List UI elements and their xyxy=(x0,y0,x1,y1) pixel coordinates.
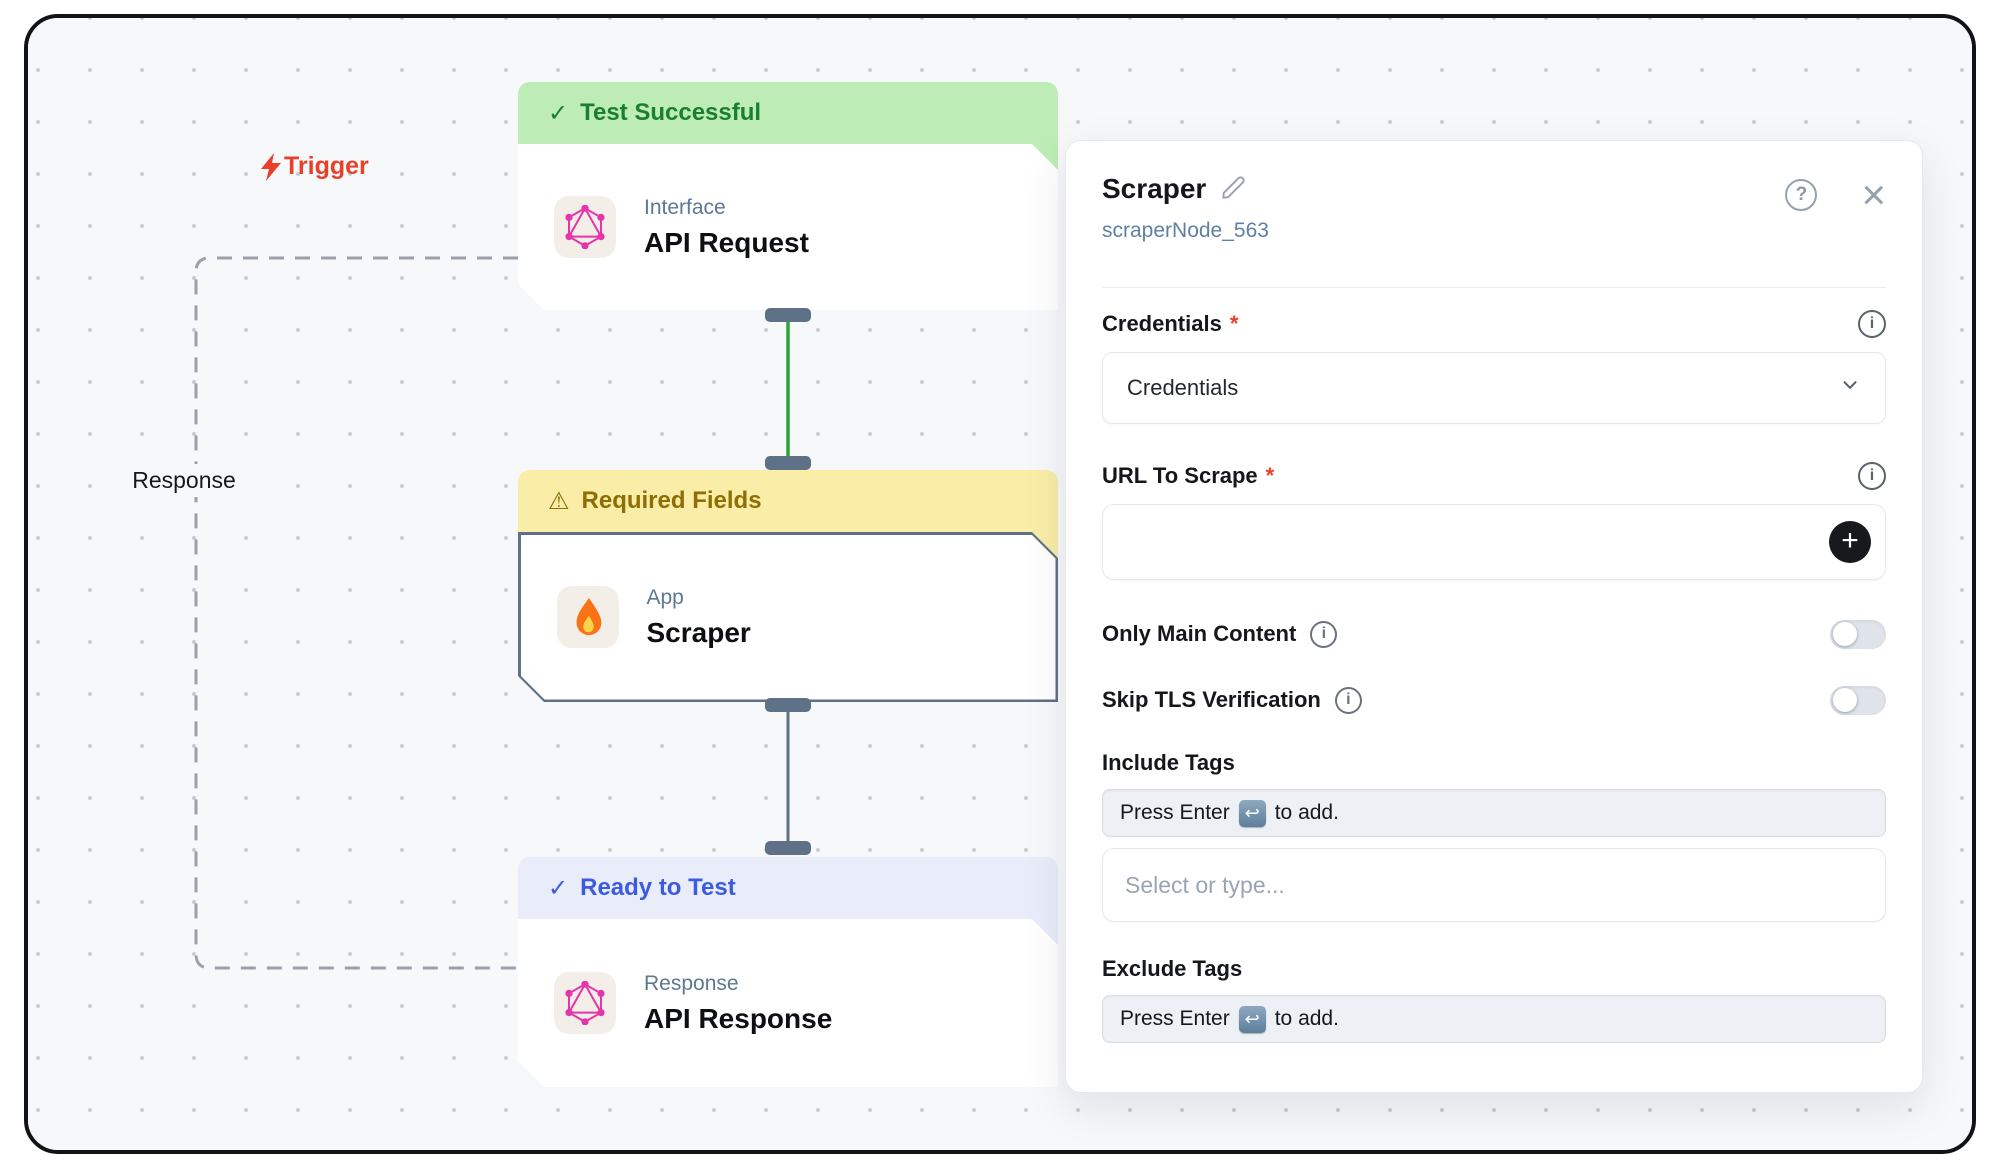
node-category: Response xyxy=(644,971,739,995)
info-icon[interactable]: i xyxy=(1858,462,1886,490)
url-label-row: URL To Scrape * i xyxy=(1102,462,1886,490)
node-title: Scraper xyxy=(646,616,751,648)
credentials-label: Credentials xyxy=(1102,311,1222,336)
node-card[interactable]: Response API Response xyxy=(518,919,1058,1087)
include-tags-input[interactable] xyxy=(1103,871,1885,899)
workflow-window: Trigger Response ✓ Test Successful xyxy=(24,14,1976,1154)
node-scraper[interactable]: ⚠ Required Fields App Scraper xyxy=(518,470,1058,702)
node-api-response[interactable]: ✓ Ready to Test xyxy=(518,857,1058,1087)
hint-suffix: to add. xyxy=(1274,801,1339,824)
workflow-canvas[interactable]: Trigger Response ✓ Test Successful xyxy=(28,18,1972,1150)
node-category: App xyxy=(646,585,684,609)
output-handle[interactable] xyxy=(765,698,811,712)
panel-header: Scraper ? × xyxy=(1102,171,1886,218)
only-main-content-row: Only Main Content i xyxy=(1102,616,1886,652)
required-marker: * xyxy=(1265,463,1275,488)
exclude-tags-hint: Press Enter ↩ to add. xyxy=(1102,995,1886,1043)
node-title: API Response xyxy=(644,1002,833,1034)
node-card-selected[interactable]: App Scraper xyxy=(518,532,1058,702)
enter-key-icon: ↩ xyxy=(1238,1005,1266,1033)
lightning-bolt-icon xyxy=(261,152,281,181)
toggle-knob xyxy=(1833,622,1857,646)
skip-tls-label: Skip TLS Verification xyxy=(1102,687,1321,712)
info-icon[interactable]: i xyxy=(1334,686,1362,714)
hint-prefix: Press Enter xyxy=(1120,1007,1230,1030)
graphql-icon xyxy=(554,196,616,258)
credentials-select-value: Credentials xyxy=(1127,375,1239,400)
include-tags-input-wrapper xyxy=(1102,848,1886,922)
url-to-scrape-input[interactable] xyxy=(1103,529,1885,555)
hint-suffix: to add. xyxy=(1274,1007,1339,1030)
include-tags-label: Include Tags xyxy=(1102,750,1235,775)
graphql-icon xyxy=(554,972,616,1034)
node-status-text: Required Fields xyxy=(581,487,762,514)
response-label: Response xyxy=(106,464,262,497)
check-icon: ✓ xyxy=(548,874,569,902)
trigger-label: Trigger xyxy=(260,152,369,181)
node-status-text: Ready to Test xyxy=(580,874,736,901)
toggle-knob xyxy=(1833,688,1857,712)
input-handle[interactable] xyxy=(765,841,811,855)
exclude-tags-label: Exclude Tags xyxy=(1102,956,1243,981)
input-handle[interactable] xyxy=(765,456,811,470)
close-icon[interactable]: × xyxy=(1861,171,1886,218)
info-icon[interactable]: i xyxy=(1858,310,1886,338)
fire-icon xyxy=(557,586,619,648)
node-card[interactable]: Interface API Request xyxy=(518,144,1058,310)
info-icon[interactable]: i xyxy=(1310,620,1338,648)
connection-wires xyxy=(194,256,790,970)
add-variable-button[interactable]: + xyxy=(1829,521,1871,563)
credentials-select[interactable]: Credentials xyxy=(1102,352,1886,424)
enter-key-icon: ↩ xyxy=(1238,799,1266,827)
help-icon[interactable]: ? xyxy=(1785,179,1818,211)
only-main-content-label: Only Main Content xyxy=(1102,621,1297,646)
url-input-wrapper: + xyxy=(1102,504,1886,580)
required-marker: * xyxy=(1229,311,1239,336)
credentials-label-row: Credentials * i xyxy=(1102,310,1886,338)
check-icon: ✓ xyxy=(548,99,569,127)
node-id-subtitle: scraperNode_563 xyxy=(1102,219,1269,242)
only-main-content-toggle[interactable] xyxy=(1830,619,1886,649)
node-status-text: Test Successful xyxy=(580,99,762,126)
chevron-down-icon xyxy=(1839,374,1861,402)
panel-title: Scraper xyxy=(1102,173,1207,204)
skip-tls-toggle[interactable] xyxy=(1830,685,1886,715)
url-to-scrape-label: URL To Scrape xyxy=(1102,463,1258,488)
node-category: Interface xyxy=(644,195,726,219)
header-divider xyxy=(1102,287,1886,288)
hint-prefix: Press Enter xyxy=(1120,801,1230,824)
edit-pencil-icon[interactable] xyxy=(1220,175,1246,206)
output-handle[interactable] xyxy=(765,308,811,322)
scraper-config-panel: Scraper ? × scraperNode_563 Credentials … xyxy=(1065,140,1923,1093)
warning-icon: ⚠ xyxy=(548,487,570,515)
include-tags-hint: Press Enter ↩ to add. xyxy=(1102,789,1886,837)
node-api-request[interactable]: ✓ Test Successful xyxy=(518,82,1058,312)
response-loop-wire xyxy=(194,256,518,970)
node-title: API Request xyxy=(644,226,809,258)
trigger-label-text: Trigger xyxy=(284,152,369,180)
skip-tls-row: Skip TLS Verification i xyxy=(1102,682,1886,718)
